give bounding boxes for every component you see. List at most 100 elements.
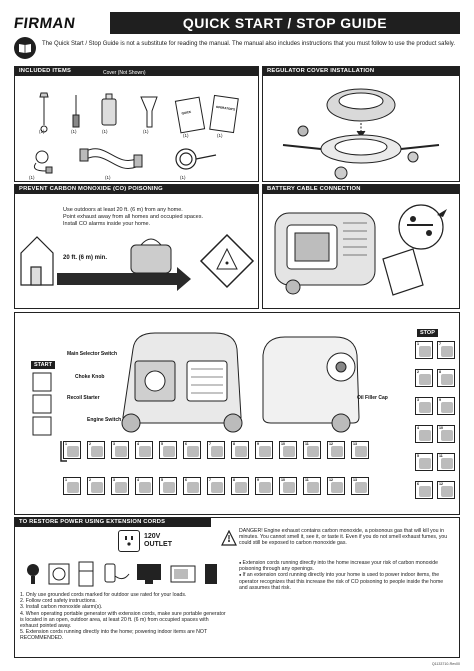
step-number: 4 xyxy=(137,478,139,482)
start-gas-step-4: 4 xyxy=(135,441,153,459)
co-warning-icon xyxy=(199,233,255,289)
step-illustration-icon xyxy=(259,482,271,493)
step-illustration-icon xyxy=(307,446,319,457)
step-number: 1 xyxy=(417,342,419,346)
brand-logo: FIRMAN xyxy=(12,14,98,32)
step-illustration-icon xyxy=(139,446,151,457)
start-gas-step-11: 11 xyxy=(303,441,321,459)
distance-label: 20 ft. (6 m) min. xyxy=(63,255,108,261)
intro-text: The Quick Start / Stop Guide is not a su… xyxy=(42,41,455,47)
danger-bullet-1: Extension cords running directly into th… xyxy=(239,560,453,572)
generator-side-icon xyxy=(262,336,360,433)
step-number: 6 xyxy=(185,442,187,446)
start-gas-step-9: 9 xyxy=(255,441,273,459)
outlet-icon xyxy=(118,530,140,552)
start-lp-step-3: 3 xyxy=(111,477,129,495)
danger-text: DANGER! Engine exhaust contains carbon m… xyxy=(239,528,448,547)
step-number: 8 xyxy=(233,478,235,482)
coffee-maker-icon xyxy=(205,564,217,584)
qty-spark-plug-wrench: (1) xyxy=(39,129,45,134)
step-number: 12 xyxy=(329,442,333,446)
stop-step-2: 2 xyxy=(415,369,433,387)
phone-charger-icon xyxy=(104,563,130,583)
step-number: 5 xyxy=(161,442,163,446)
step-number: 1 xyxy=(65,442,67,446)
brand-name: FIRMAN xyxy=(12,14,77,32)
co-line-1: Use outdoors at least 20 ft. (6 m) from … xyxy=(63,207,183,213)
step-number: 4 xyxy=(417,426,419,430)
start-lp-step-2: 2 xyxy=(87,477,105,495)
battery-heading: BATTERY CABLE CONNECTION xyxy=(263,185,459,194)
step-illustration-icon xyxy=(235,482,247,493)
start-lp-step-8: 8 xyxy=(231,477,249,495)
stop-step-9: 9 xyxy=(437,397,455,415)
outlet-label: OUTLET xyxy=(144,541,172,548)
step-number: 6 xyxy=(185,478,187,482)
step-illustration-icon xyxy=(163,482,175,493)
step-number: 7 xyxy=(209,478,211,482)
outlet-callout: 120V OUTLET xyxy=(118,528,176,554)
step-illustration-icon xyxy=(441,346,453,357)
start-lp-step-11: 11 xyxy=(303,477,321,495)
step-number: 9 xyxy=(257,478,259,482)
step-number: 13 xyxy=(353,442,357,446)
stop-step-7: 7 xyxy=(437,341,455,359)
stop-step-5: 5 xyxy=(415,453,433,471)
extension-step-1: 1. Only use grounded cords marked for ou… xyxy=(20,592,187,598)
svg-text:QUICK: QUICK xyxy=(181,110,192,116)
step-illustration-icon xyxy=(67,482,79,493)
step-number: 1 xyxy=(65,478,67,482)
regulator-cover-panel: REGULATOR COVER INSTALLATION xyxy=(262,66,460,182)
step-illustration-icon xyxy=(91,482,103,493)
stop-step-4: 4 xyxy=(415,425,433,443)
stop-step-1: 1 xyxy=(415,341,433,359)
qty-hose: (1) xyxy=(180,175,186,180)
regulator-heading: REGULATOR COVER INSTALLATION xyxy=(263,67,459,76)
qty-operator-manual: (1) xyxy=(217,133,223,138)
lamp-icon xyxy=(27,564,39,584)
house-icon xyxy=(20,236,54,286)
step-number: 8 xyxy=(439,370,441,374)
stop-step-12: 12 xyxy=(437,481,455,499)
step-illustration-icon xyxy=(91,446,103,457)
title-bar: QUICK START / STOP GUIDE xyxy=(110,12,460,34)
start-lp-step-12: 12 xyxy=(327,477,345,495)
step-illustration-icon xyxy=(419,458,431,469)
danger-bullet-2: If an extension cord running directly in… xyxy=(239,572,453,591)
start-lp-step-5: 5 xyxy=(159,477,177,495)
step-illustration-icon xyxy=(419,430,431,441)
step-number: 2 xyxy=(89,442,91,446)
step-illustration-icon xyxy=(115,482,127,493)
stop-step-6: 6 xyxy=(415,481,433,499)
step-illustration-icon xyxy=(211,482,223,493)
start-gas-step-10: 10 xyxy=(279,441,297,459)
qty-dc-charging-cable: (1) xyxy=(29,175,35,180)
step-number: 9 xyxy=(439,398,441,402)
start-lp-step-1: 1 xyxy=(63,477,81,495)
step-illustration-icon xyxy=(441,458,453,469)
funnel-icon xyxy=(140,96,158,128)
step-number: 7 xyxy=(209,442,211,446)
start-gas-step-7: 7 xyxy=(207,441,225,459)
microwave-icon xyxy=(170,565,196,583)
extension-heading: TO RESTORE POWER USING EXTENSION CORDS xyxy=(15,518,211,527)
qty-parallel-cable: (1) xyxy=(105,175,111,180)
appliance-icons xyxy=(27,561,217,587)
battery-cable-panel: BATTERY CABLE CONNECTION xyxy=(262,184,460,309)
included-items-heading: INCLUDED ITEMS xyxy=(15,67,258,76)
step-illustration-icon xyxy=(355,446,367,457)
extension-steps: 1. Only use grounded cords marked for ou… xyxy=(20,592,228,642)
qty-screwdriver: (1) xyxy=(71,129,77,134)
generator-body-icon xyxy=(274,212,376,295)
start-lp-step-10: 10 xyxy=(279,477,297,495)
oil-bottle-icon xyxy=(101,93,117,126)
step-illustration-icon xyxy=(355,482,367,493)
extension-step-4: 4. When operating portable generator wit… xyxy=(20,610,226,630)
step-illustration-icon xyxy=(441,430,453,441)
step-illustration-icon xyxy=(283,482,295,493)
included-items-illustrations: QUICK OPERATOR'S xyxy=(33,92,239,174)
step-number: 12 xyxy=(329,478,333,482)
step-illustration-icon xyxy=(259,446,271,457)
parallel-cable-icon xyxy=(79,148,143,170)
step-illustration-icon xyxy=(441,374,453,385)
